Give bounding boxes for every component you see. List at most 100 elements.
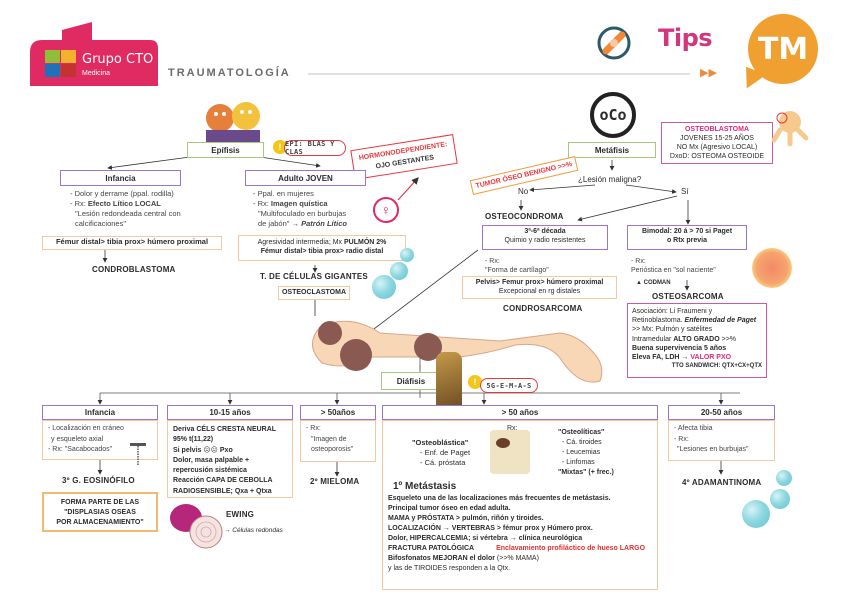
detail-prefix: de jabón" →	[258, 219, 302, 228]
bubble-icon	[372, 275, 396, 299]
oco-logo: oCo	[590, 92, 636, 138]
bubble-icon	[400, 248, 414, 262]
osteoblastoma-box: OSTEOBLASTOMA JOVENES 15-25 AÑOS NO Mx (…	[661, 122, 773, 164]
osteosarcoma-label: OSTEOSARCOMA	[652, 292, 724, 301]
brand-name: Grupo CTO	[82, 52, 154, 67]
detail-line: Dolor, masa palpable +	[173, 456, 250, 464]
osteolytic-title: "Osteolíticas"	[558, 429, 605, 436]
yes-label: Sí	[681, 187, 689, 196]
detail-line: RADIOSENSIBLE; Qxa + Qtxa	[173, 487, 272, 495]
detail-line: Eleva FA, LDH → VALOR PXO	[632, 353, 762, 362]
dia-infancia-details: - Localización en cráneo y esqueleto axi…	[42, 420, 158, 460]
detail-line: MAMA y PRÓSTATA > pulmón, riñón y tiroid…	[388, 515, 544, 522]
osteolytic-list: "Osteolíticas" - Cá. tiroides - Leucemia…	[558, 428, 614, 478]
detail-bold: Efecto Lítico LOCAL	[87, 199, 161, 208]
detail-line: y las de TIROIDES responden a la Qtx.	[388, 565, 511, 572]
osteoblastoma-line: DxoD: OSTEOMA OSTEOIDE	[669, 153, 765, 160]
ewing-details: Deriva CÉLS CRESTA NEURAL 95% t(11,22) S…	[167, 420, 293, 498]
dia-20-50-header: 20-50 años	[668, 405, 775, 420]
epi-tip-pill: EPI: BLAS Y CLAS	[284, 140, 346, 156]
detail-suffix: >>%	[719, 335, 737, 343]
detail-line: - Rx: "Sacabocados"	[48, 446, 113, 453]
detail-line: osteoporosis"	[311, 446, 354, 453]
tcg-label: T. DE CÉLULAS GIGANTES	[260, 272, 368, 281]
fracture-note: Enclavamiento profiláctico de hueso LARG…	[496, 545, 646, 552]
osteoblastoma-line: NO Mx (Agresivo LOCAL)	[676, 144, 758, 151]
detail-line: - Dolor y derrame (ppal. rodilla)	[70, 189, 174, 198]
detail-line: Fémur distal> tibia prox> radio distal	[260, 248, 384, 255]
detail-line: FORMA PARTE DE LAS	[60, 499, 140, 506]
condrosarcoma-label: CONDROSARCOMA	[503, 304, 583, 313]
detail-line: "Lesión redondeada central con	[75, 209, 181, 218]
ernie-bert-illustration	[200, 96, 266, 142]
detail-prefix: Eleva FA, LDH →	[632, 354, 691, 362]
lightbulb-icon: !	[273, 140, 287, 154]
adamantinoma-label: 4º ADAMANTINOMA	[682, 478, 762, 487]
detail-line: Pelvis> Femur prox> húmero proximal	[475, 279, 604, 286]
osteoblastic-list: "Osteoblástica" - Enf. de Paget - Cá. pr…	[412, 438, 470, 468]
detail-line: - Afecta tibia	[674, 425, 713, 432]
forward-arrows-icon: ▶▶	[700, 67, 717, 79]
detail-prefix: Agresividad intermedia; Mx	[257, 239, 344, 246]
detail-prefix: Bifosfonatos MEJORAN el dolor	[388, 555, 495, 562]
detail-line: Principal tumor óseo en edad adulta.	[388, 505, 511, 512]
detail-bold: ALTO GRADO	[673, 335, 720, 343]
epi-adulto-details: - Ppal. en mujeres - Rx: Imagen quística…	[253, 189, 403, 229]
detail-line: Si pelvis 😖😖 Pxo	[173, 446, 233, 454]
detail-line: Asociación: Li Fraumeni y	[632, 308, 713, 315]
detail-highlight: VALOR PXO	[690, 354, 732, 362]
brand-subtitle: Medicina	[82, 70, 111, 77]
detail-prefix: - Rx:	[70, 199, 88, 208]
brand-logo-shape	[30, 22, 158, 86]
sun-illustration	[752, 248, 792, 288]
detail-line: - Rx:	[306, 425, 321, 432]
bubble-icon	[390, 262, 408, 280]
tm-badge: TM	[748, 14, 818, 84]
detail-line: y esqueleto axial	[51, 435, 104, 443]
detail-line: Bifosfonatos MEJORAN el dolor (>>% MAMA)	[388, 554, 656, 564]
detail-line: >> Mx: Pulmón y satélites	[632, 326, 713, 334]
list-item: - Leucemias	[562, 449, 601, 456]
detail-line: "DISPLASIAS OSEAS	[64, 509, 136, 516]
epi-infancia-details: - Dolor y derrame (ppal. rodilla) - Rx: …	[70, 189, 240, 229]
ewing-label: EWING	[226, 510, 255, 519]
epifisis-header: Epífisis	[187, 142, 264, 158]
detail-line: o Rtx previa	[666, 237, 708, 244]
detail-line: Intramedular ALTO GRADO >>%	[632, 335, 762, 344]
detail-line: Reacción CAPA DE CEBOLLA	[173, 477, 273, 485]
detail-line: Dolor, HIPERCALCEMIA; si vértebra → clín…	[388, 535, 583, 542]
diafisis-tip-pill: 5G-E-M-A-S	[480, 378, 538, 393]
detail-line: Esqueleto una de las localizaciones más …	[388, 495, 611, 502]
detail-line: - Rx:	[485, 258, 500, 265]
malignant-question: ¿Lesión maligna?	[578, 175, 642, 184]
osteoblastoma-line: JOVENES 15-25 AÑOS	[680, 135, 754, 142]
detail-line: - Rx:	[674, 435, 689, 443]
detail-line: 95% t(11,22)	[173, 436, 214, 444]
diafisis-header: Diáfisis	[381, 372, 441, 390]
osteosarcoma-box: Bimodal: 20 á > 70 si Paget o Rtx previa	[627, 225, 747, 250]
detail-line: de jabón" → Patrón Lítico	[253, 219, 403, 229]
dia-infancia-header: Infancia	[42, 405, 158, 420]
osteosarcoma-details: Asociación: Li Fraumeni y Retinoblastoma…	[627, 303, 767, 378]
eosinofilo-label: 3º G. EOSINÓFILO	[62, 476, 135, 485]
mieloma-label: 2º MIELOMA	[310, 477, 360, 486]
detail-line: "Imagen de	[311, 435, 347, 443]
bubble-icon	[776, 470, 792, 486]
detail-line: Agresividad intermedia; Mx PULMÓN 2%	[239, 238, 405, 247]
lightbulb-icon: !	[468, 375, 482, 389]
vertebra-xray-illustration	[490, 430, 530, 474]
detail-line: Deriva CÉLS CRESTA NEURAL	[173, 426, 277, 433]
detail-bold: Imagen quística	[270, 199, 328, 208]
detail-line: Excepcional en rg distales	[498, 288, 581, 295]
tm-label: TM	[757, 31, 809, 67]
detail-line: "Multifoculado en burbujas	[258, 209, 347, 218]
condroblastoma-label: CONDROBLASTOMA	[92, 265, 176, 274]
no-label: No	[518, 187, 529, 196]
osteoblastic-title: "Osteoblástica"	[412, 438, 469, 447]
metastasis-rx-label: Rx:	[507, 425, 518, 432]
detail-line: LOCALIZACIÓN → VERTEBRAS > fémur prox y …	[388, 525, 593, 532]
onion-illustration	[168, 498, 238, 552]
adamantinoma-details: - Afecta tibia - Rx: "Lesiones en burbuj…	[668, 420, 775, 461]
metastasis-label: 1º Metástasis	[393, 481, 457, 492]
detail-line: - Ppal. en mujeres	[253, 189, 314, 198]
